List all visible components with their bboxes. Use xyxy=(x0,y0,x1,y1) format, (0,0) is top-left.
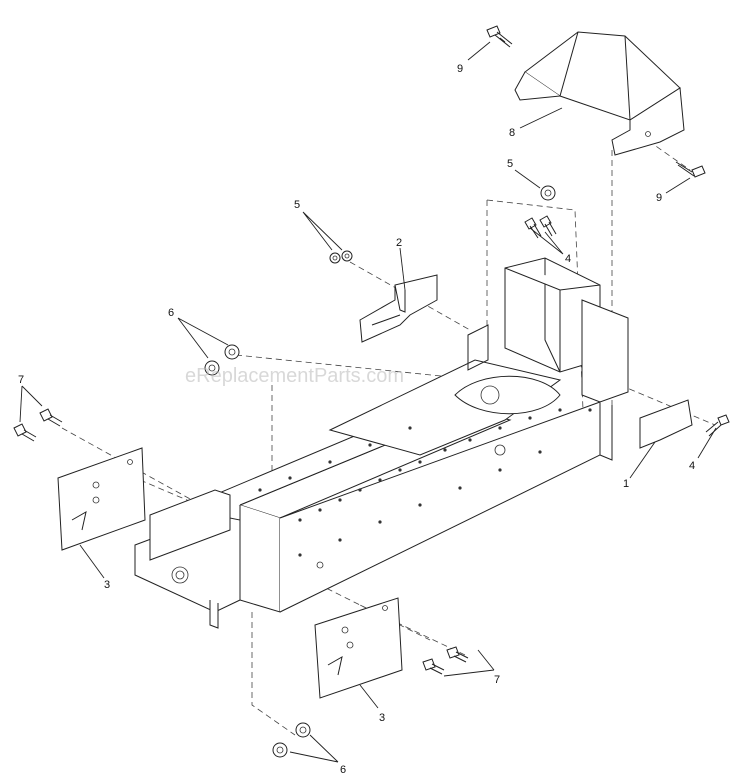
callout-4-top: 4 xyxy=(565,253,571,265)
bolt-4-top xyxy=(524,215,557,239)
callout-6-bottom: 6 xyxy=(340,764,346,776)
nut-6-bottom xyxy=(272,722,311,758)
callout-5-left: 5 xyxy=(294,199,300,211)
watermark-text: eReplacementParts.com xyxy=(185,365,404,387)
part-1-plate xyxy=(639,399,693,449)
nut-6-top xyxy=(204,344,240,376)
callout-8: 8 xyxy=(509,127,515,139)
fasteners xyxy=(13,25,730,758)
callout-1: 1 xyxy=(623,478,629,490)
bolt-7-bottom xyxy=(422,646,469,675)
main-frame xyxy=(134,257,629,629)
callout-2: 2 xyxy=(396,237,402,249)
callout-3-left: 3 xyxy=(104,579,110,591)
callout-5-top: 5 xyxy=(507,158,513,170)
frame-holes xyxy=(258,408,592,569)
callout-7-left: 7 xyxy=(18,374,24,386)
part-2-bracket xyxy=(359,274,438,343)
callout-9-right: 9 xyxy=(656,192,662,204)
callout-4-right: 4 xyxy=(689,460,695,472)
screw-9-right xyxy=(675,161,706,178)
callout-6-top: 6 xyxy=(168,307,174,319)
callout-3-right: 3 xyxy=(379,712,385,724)
callout-9-top: 9 xyxy=(457,63,463,75)
bolt-4-right xyxy=(705,414,730,437)
callout-7-bottom: 7 xyxy=(494,674,500,686)
part-8-cover xyxy=(514,31,685,156)
nut-5-top xyxy=(540,185,556,201)
assembly-lines xyxy=(61,134,716,736)
part-3-plate-left xyxy=(57,447,146,551)
callout-labels: 9 8 9 5 4 5 2 6 7 1 4 3 3 7 6 xyxy=(18,63,695,776)
part-3-plate-right xyxy=(314,597,403,699)
screw-9-top xyxy=(486,25,513,48)
bolt-7-left xyxy=(13,408,63,442)
leader-lines xyxy=(19,41,717,763)
nut-5-left xyxy=(329,250,353,264)
